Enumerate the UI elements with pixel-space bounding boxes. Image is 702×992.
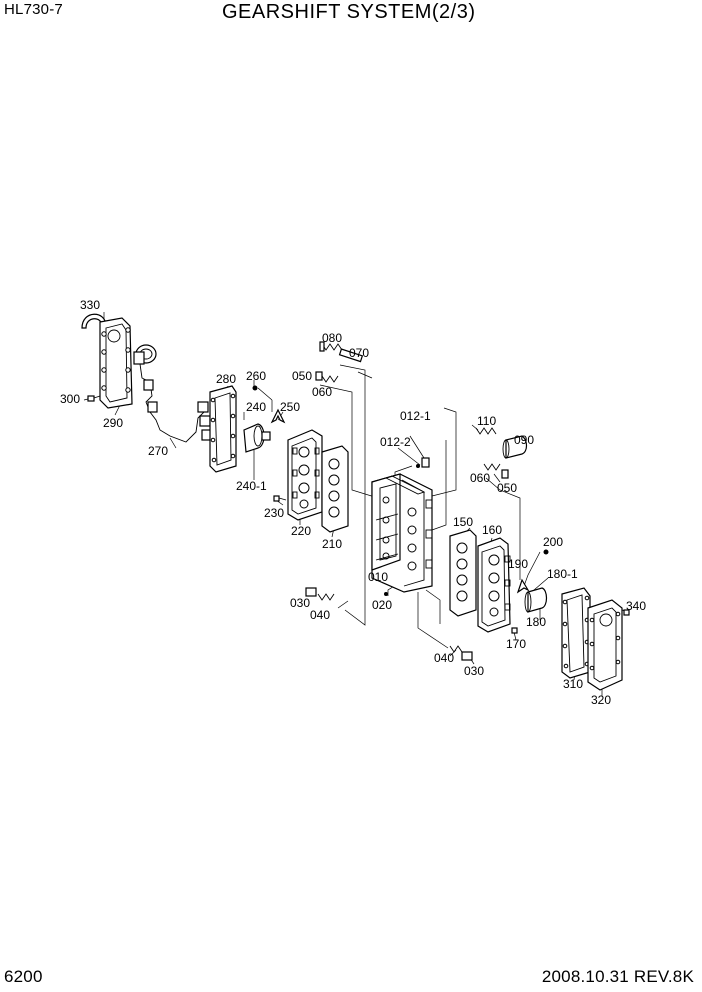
part-280-gasket — [209, 385, 237, 473]
part-320-cover — [587, 599, 623, 691]
part-160-valve-body — [477, 537, 511, 633]
part-270-harness — [133, 344, 213, 443]
label-320: 320 — [591, 693, 611, 707]
label-330: 330 — [80, 298, 100, 312]
label-180-1: 180-1 — [547, 567, 578, 581]
page-title: GEARSHIFT SYSTEM(2/3) — [222, 1, 476, 23]
part-030-plug-a — [305, 587, 317, 597]
label-012-2: 012-2 — [380, 435, 411, 449]
part-310-gasket — [561, 587, 591, 679]
part-060-spring — [321, 375, 339, 383]
part-050-plug — [315, 371, 323, 381]
label-050-b: 050 — [497, 481, 517, 495]
label-180: 180 — [526, 615, 546, 629]
label-270: 270 — [148, 444, 168, 458]
label-040-a: 040 — [310, 608, 330, 622]
part-080-spring — [319, 341, 343, 352]
label-280: 280 — [216, 372, 236, 386]
part-190-clip — [516, 578, 530, 594]
part-030-plug-b — [461, 651, 473, 661]
part-012-1-plug — [421, 457, 430, 468]
part-040-spring-b — [449, 645, 463, 653]
part-240-solenoid — [243, 423, 271, 453]
label-050-a: 050 — [292, 369, 312, 383]
part-060-spring-b — [483, 463, 501, 471]
part-020-plug — [384, 592, 388, 596]
label-210: 210 — [322, 537, 342, 551]
part-340-bolt — [623, 609, 630, 616]
label-260: 260 — [246, 369, 266, 383]
page-number: 6200 — [4, 967, 43, 986]
part-260-ball — [252, 385, 258, 391]
label-200: 200 — [543, 535, 563, 549]
part-210-gasket — [321, 445, 349, 533]
part-230-bolt — [273, 495, 287, 502]
part-callouts: 330 300 290 270 280 260 240 250 240-1 23… — [60, 298, 646, 707]
part-170-bolt — [511, 627, 518, 634]
label-340: 340 — [626, 599, 646, 613]
label-300: 300 — [60, 392, 80, 406]
label-150: 150 — [453, 515, 473, 529]
part-040-spring-a — [317, 593, 335, 601]
label-020: 020 — [372, 598, 392, 612]
part-010-valve-body — [371, 473, 433, 593]
part-180-solenoid — [524, 587, 548, 613]
leader-lines — [83, 312, 629, 696]
part-250-clip — [270, 408, 286, 424]
part-220-valve-plate — [287, 429, 323, 521]
part-070-spool — [338, 348, 364, 363]
label-110: 110 — [477, 414, 496, 428]
label-010: 010 — [368, 570, 388, 584]
label-080: 080 — [322, 331, 342, 345]
label-060-b: 060 — [470, 471, 490, 485]
label-230: 230 — [264, 506, 284, 520]
label-012-1: 012-1 — [400, 409, 431, 423]
part-290-gasket — [99, 317, 133, 409]
part-090-plug — [502, 435, 528, 459]
part-050-plug-b — [501, 469, 509, 479]
label-190: 190 — [508, 557, 528, 571]
label-250: 250 — [280, 400, 300, 414]
revision-date: 2008.10.31 REV.8K — [541, 967, 694, 986]
part-150-gasket — [449, 529, 477, 617]
part-110-spring — [475, 427, 497, 435]
label-070: 070 — [349, 346, 369, 360]
label-240: 240 — [246, 400, 266, 414]
label-240-1: 240-1 — [236, 479, 267, 493]
label-290: 290 — [103, 416, 123, 430]
label-160: 160 — [482, 523, 502, 537]
part-300-bolt — [87, 395, 101, 402]
part-012-2-ball — [416, 464, 420, 468]
label-090: 090 — [514, 433, 534, 447]
label-030-b: 030 — [464, 664, 484, 678]
label-040-b: 040 — [434, 651, 454, 665]
label-060-a: 060 — [312, 385, 332, 399]
label-170: 170 — [506, 637, 526, 651]
model-code: HL730-7 — [4, 1, 63, 18]
label-310: 310 — [563, 677, 583, 691]
label-030-a: 030 — [290, 596, 310, 610]
part-200-ball — [543, 549, 549, 555]
label-220: 220 — [291, 524, 311, 538]
